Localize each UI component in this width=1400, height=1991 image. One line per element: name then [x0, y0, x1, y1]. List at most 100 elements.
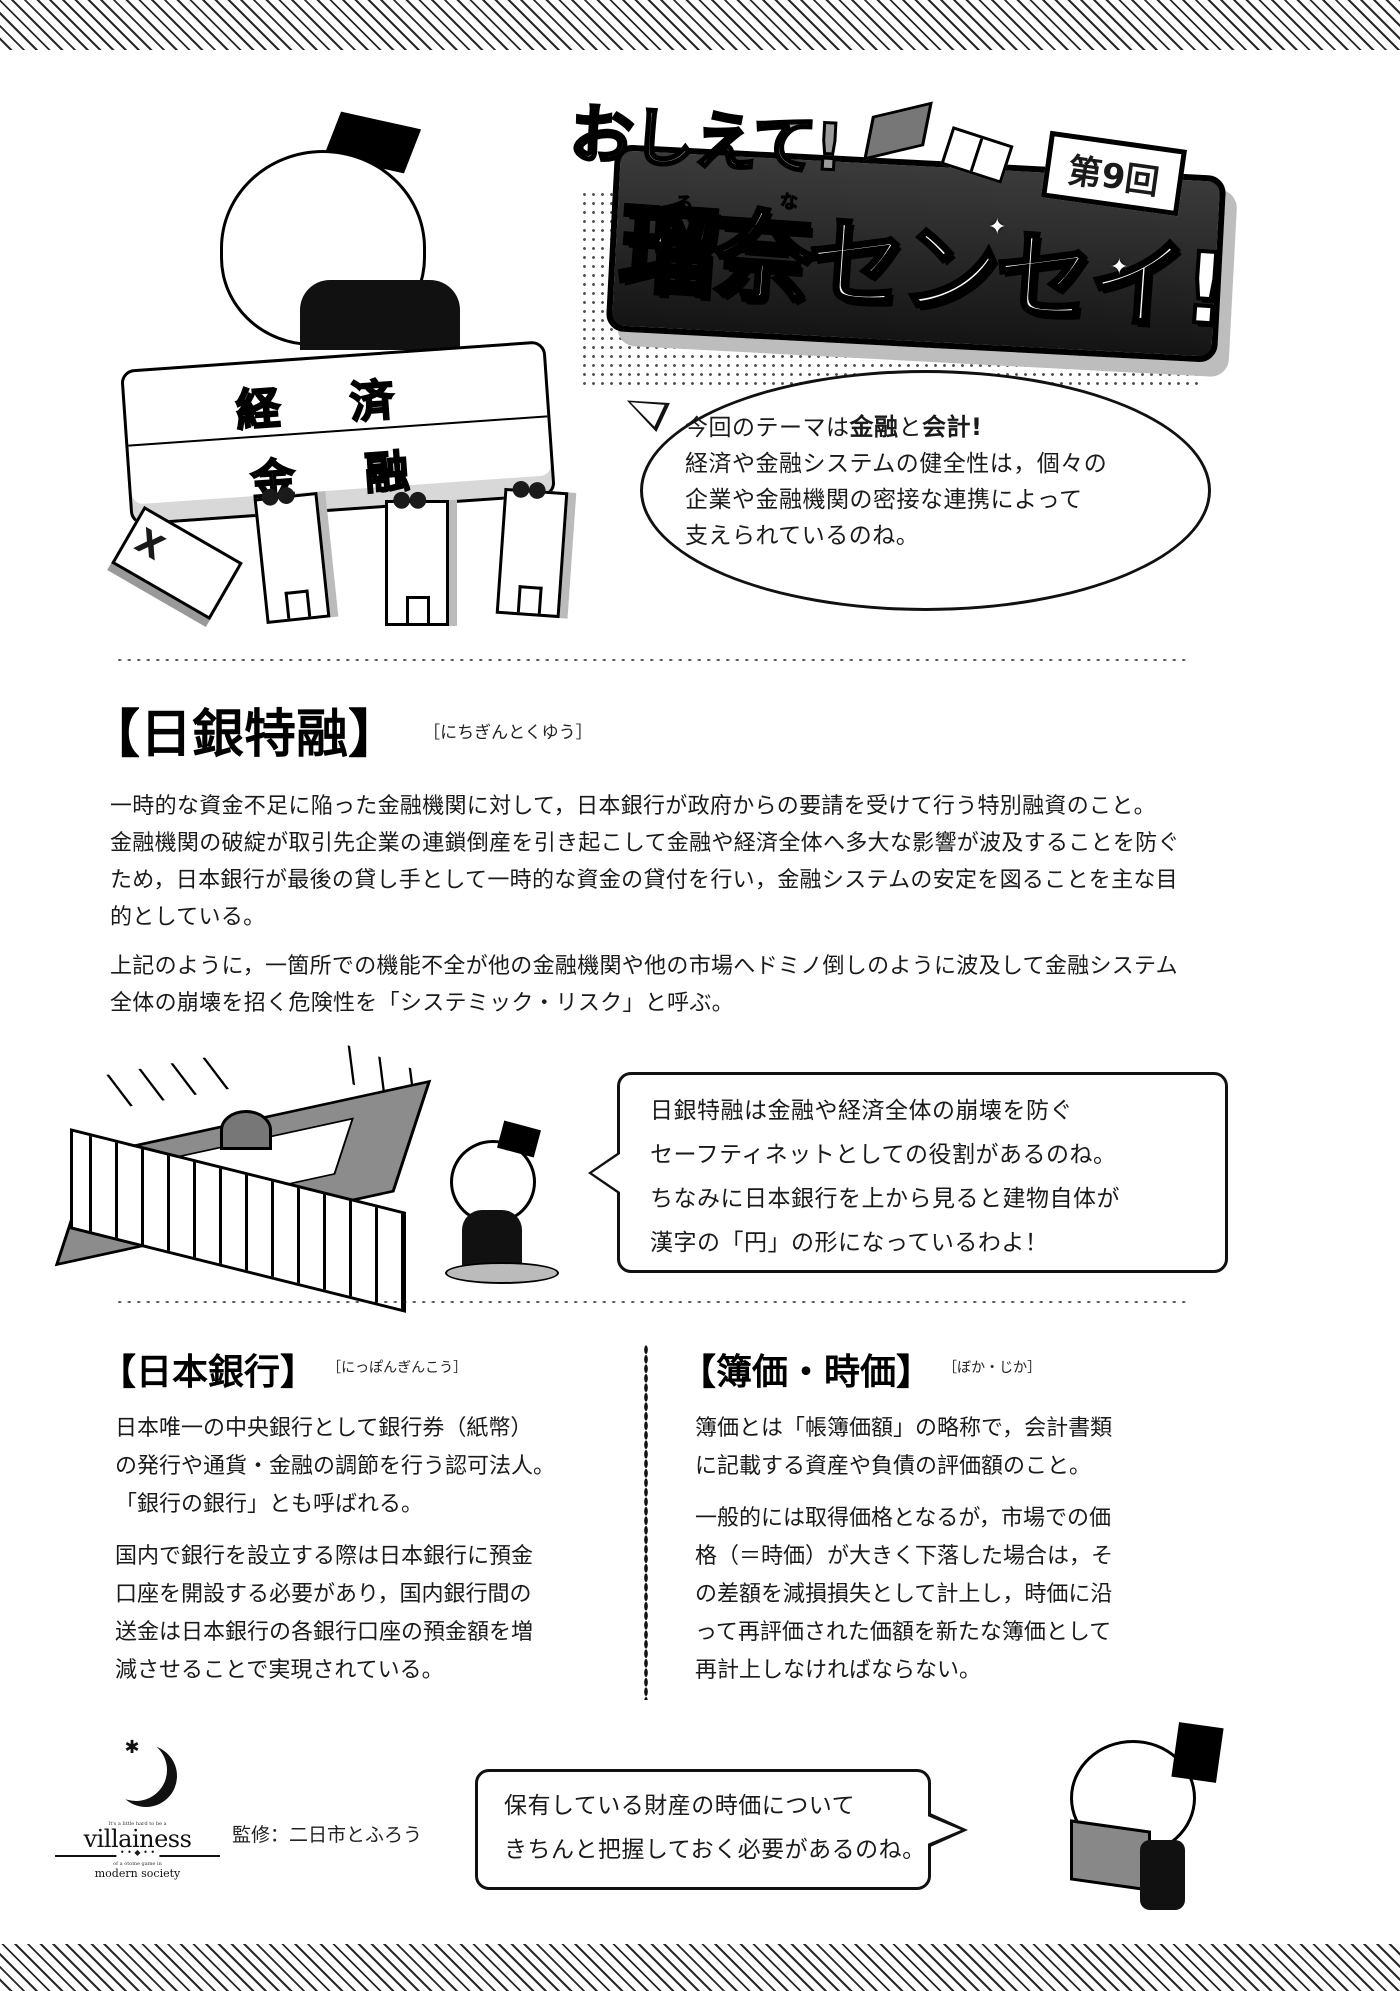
line: 送金は日本銀行の各銀行口座の預金額を増 [115, 1620, 534, 1645]
eyes-icon: ●● [392, 487, 427, 512]
ruby-ru: る [675, 194, 694, 216]
intro-emphasis-finance: 金融 [849, 413, 899, 441]
teacher-character-body [300, 280, 460, 350]
term-heading: 【簿価・時価】 [680, 1351, 933, 1393]
line: の差額を減損損失として計上し，時価に沿 [695, 1582, 1113, 1607]
mortarboard-icon [1171, 1722, 1224, 1783]
barrel-word-economy: 経済 [233, 369, 466, 438]
open-book-icon [1070, 1819, 1151, 1892]
intro-speech-bubble: 今回のテーマは金融と会計! 経済や金融システムの健全性は，個々の 企業や金融機関… [620, 370, 1211, 611]
paragraph: 一般的には取得価格となるが，市場での価 格（＝時価）が大きく下落した場合は，そ … [695, 1500, 1113, 1690]
bottom-hatch-border [0, 1944, 1400, 1991]
intro-prefix: 今回のテーマは [685, 415, 850, 441]
bank-of-japan-building-illustration: ╲ ╲ ╲ ╲ ╲ ╲ ╲ [54, 1047, 432, 1313]
bubble-tail [620, 386, 670, 432]
intro-line-2: 経済や金融システムの健全性は，個々の [685, 451, 1108, 477]
intro-emphasis-accounting: 会計! [922, 413, 983, 441]
dotted-separator [115, 658, 1190, 662]
line: 簿価とは「帳簿価額」の略称で，会計書類 [695, 1416, 1113, 1441]
paragraph: 一時的な資金不足に陥った金融機関に対して，日本銀行が政府からの要請を受けて行う特… [110, 794, 1156, 819]
logo-tagline-mid: of a otome game in [113, 1861, 162, 1867]
logo-ornament-rule [55, 1855, 220, 1857]
villainess-series-logo: ✱ It's a little hard to be a villainess … [55, 1737, 220, 1880]
boj-bubble-text: 日銀特融は金融や経済全体の崩壊を防ぐ セーフティネットとしての役割があるのね。 … [650, 1089, 1120, 1265]
line: に記載する資産や負債の評価額のこと。 [695, 1454, 1092, 1479]
line: 再計上しなければならない。 [695, 1658, 982, 1683]
intro-line-3: 企業や金融機関の密接な連携によって [685, 487, 1083, 513]
logo-title-top: おしえて! [566, 96, 845, 187]
teacher-holding-economy-illustration: 経済 金融 X ●● ●● ●● [100, 90, 600, 630]
term-nichigin-tokuyu-heading-row: 【日銀特融】 ［にちぎんとくゆう］ [88, 692, 593, 767]
character-robe [1140, 1840, 1185, 1910]
building-character-icon: ●● [385, 487, 449, 626]
term-boka-jika-heading-row: 【簿価・時価】 ［ぼか・じか］ [680, 1343, 1041, 1395]
line: 国内で銀行を設立する際は日本銀行に預金 [115, 1544, 534, 1569]
bubble-tail [588, 1151, 620, 1195]
paragraph: 日本唯一の中央銀行として銀行券（紙幣） の発行や通貨・金融の調節を行う認可法人。… [115, 1410, 555, 1524]
x-mark: X [128, 520, 171, 569]
term-nichigin-tokuyu-body: 一時的な資金不足に陥った金融機関に対して，日本銀行が政府からの要請を受けて行う特… [110, 788, 1190, 1034]
line: って再評価された価額を新たな簿価として [695, 1620, 1112, 1645]
door [516, 585, 543, 614]
intro-line-4: 支えられているのね。 [685, 523, 920, 549]
paragraph: 国内で銀行を設立する際は日本銀行に預金 口座を開設する必要があり，国内銀行間の … [115, 1538, 555, 1690]
teacher-robe [462, 1210, 522, 1270]
intro-line-1: 今回のテーマは金融と会計! [685, 409, 1107, 446]
term-boka-jika-body: 簿価とは「帳簿価額」の略称で，会計書類 に記載する資産や負債の評価額のこと。 一… [695, 1410, 1113, 1704]
closing-line: きちんと把握しておく必要があるのね。 [504, 1837, 926, 1863]
reading-teacher-character [1060, 1720, 1230, 1920]
closing-speech-bubble: 保有している財産の時価について きちんと把握しておく必要があるのね。 [475, 1769, 968, 1890]
term-heading: 【日本銀行】 [100, 1351, 317, 1393]
logo-name: villainess [83, 1825, 192, 1853]
building-character-icon: ●● [495, 475, 569, 619]
term-reading: ［にちぎんとくゆう］ [423, 723, 593, 743]
term-reading: ［にっぽんぎんこう］ [327, 1360, 468, 1376]
closing-line: 保有している財産の時価について [504, 1793, 856, 1819]
fallen-building-icon: X [111, 505, 243, 621]
building-character-icon: ●● [253, 482, 331, 624]
boj-line: 漢字の「円」の形になっているわよ！ [650, 1230, 1049, 1256]
dotted-column-divider [644, 1345, 648, 1700]
dotted-separator [115, 1300, 1190, 1304]
logo-tagline-top: It's a little hard to be a [108, 1821, 167, 1827]
line: の発行や通貨・金融の調節を行う認可法人。 [115, 1454, 556, 1479]
star-icon: ✱ [124, 1737, 140, 1758]
closing-bubble-text: 保有している財産の時価について きちんと把握しておく必要があるのね。 [504, 1784, 926, 1872]
economy-finance-barrel: 経済 金融 [120, 340, 556, 526]
line: 一般的には取得価格となるが，市場での価 [695, 1506, 1112, 1531]
paragraph: 金融機関の破綻が取引先企業の連鎖倒産を引き起こして金融や経済全体へ多大な影響が波… [110, 831, 1180, 930]
top-hatch-border [0, 0, 1400, 50]
term-nippon-ginko-body: 日本唯一の中央銀行として銀行券（紙幣） の発行や通貨・金融の調節を行う認可法人。… [115, 1410, 555, 1704]
eyes-icon: ●● [510, 475, 545, 503]
graduation-cap-icon [863, 101, 933, 161]
door [406, 596, 430, 623]
paragraph: 上記のように，一箇所での機能不全が他の金融機関や他の市場へドミノ倒しのように波及… [110, 954, 1178, 1016]
sparkle-icon: ✦ [988, 215, 1007, 240]
line: 「銀行の銀行」とも呼ばれる。 [115, 1492, 424, 1517]
eyes-icon: ●● [259, 481, 295, 510]
intro-connector: と [898, 415, 922, 441]
sparkle-icon: ✦ [1110, 255, 1129, 280]
term-nippon-ginko-heading-row: 【日本銀行】 ［にっぽんぎんこう］ [100, 1343, 467, 1395]
intro-bubble-text: 今回のテーマは金融と会計! 経済や金融システムの健全性は，個々の 企業や金融機関… [685, 409, 1107, 554]
boj-line: ちなみに日本銀行を上から見ると建物自体が [650, 1186, 1120, 1212]
bank-dome [220, 1110, 272, 1150]
boj-speech-bubble: 日銀特融は金融や経済全体の崩壊を防ぐ セーフティネットとしての役割があるのね。 … [588, 1072, 1228, 1273]
line: 格（＝時価）が大きく下落した場合は，そ [695, 1544, 1114, 1569]
door [284, 589, 312, 619]
line: 口座を開設する必要があり，国内銀行間の [115, 1582, 532, 1607]
term-reading: ［ぼか・じか］ [943, 1360, 1042, 1376]
line: 減させることで実現されている。 [115, 1658, 444, 1683]
line: 日本唯一の中央銀行として銀行券（紙幣） [115, 1416, 533, 1441]
supervisor-credit: 監修：二日市とふろう [232, 1824, 423, 1846]
crescent-moon-icon: ✱ [115, 1737, 177, 1807]
emphasis-lines: ╲ ╲ ╲ ╲ [107, 1055, 230, 1110]
boj-line: 日銀特融は金融や経済全体の崩壊を防ぐ [650, 1098, 1073, 1124]
bubble-tail [925, 1812, 968, 1848]
boj-line: セーフティネットとしての役割があるのね。 [650, 1142, 1117, 1168]
logo-tagline-bottom: modern society [94, 1867, 181, 1880]
paragraph: 簿価とは「帳簿価額」の略称で，会計書類 に記載する資産や負債の評価額のこと。 [695, 1410, 1113, 1486]
character-shadow [445, 1262, 559, 1284]
term-heading: 【日銀特融】 [88, 704, 401, 765]
ruby-na: な [780, 192, 799, 214]
